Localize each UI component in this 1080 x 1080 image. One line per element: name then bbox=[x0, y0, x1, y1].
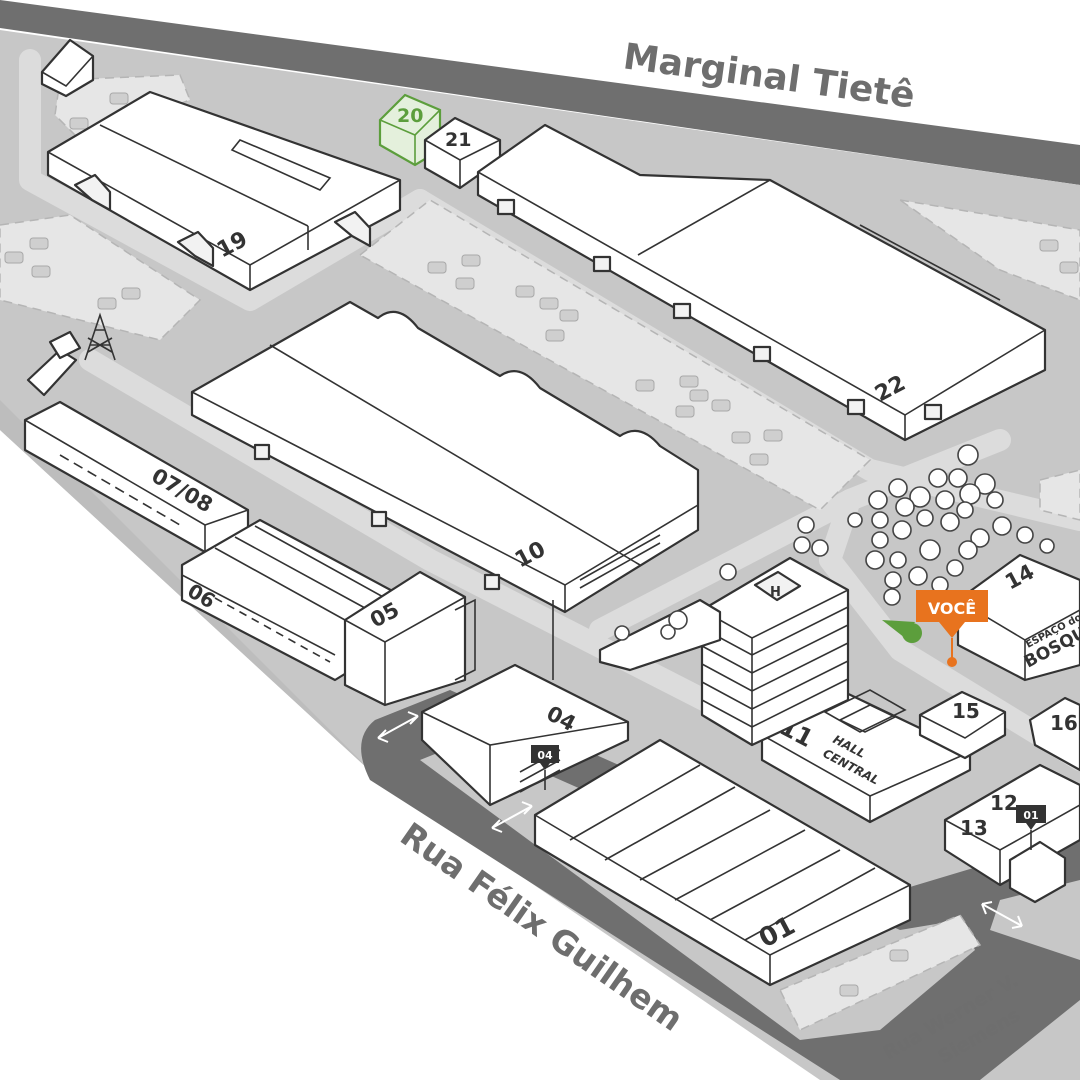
gate-04-marker[interactable]: 04 bbox=[531, 745, 559, 790]
you-are-here-marker[interactable]: VOCÊ bbox=[916, 590, 988, 667]
building-11-hall-central[interactable]: 11 HALL CENTRAL bbox=[760, 688, 972, 824]
transmission-tower bbox=[26, 312, 116, 397]
traffic-arrows bbox=[377, 711, 1023, 929]
building-12-label: 12 bbox=[990, 791, 1018, 815]
gate-01-marker[interactable]: 01 bbox=[1016, 805, 1046, 850]
building-12-13[interactable]: 12 13 bbox=[943, 763, 1080, 904]
building-15[interactable]: 15 bbox=[918, 690, 1007, 760]
parking-lots bbox=[0, 74, 1080, 1031]
building-04[interactable]: 04 bbox=[420, 663, 630, 807]
marginal-tiete-road bbox=[0, 0, 1080, 185]
building-16-label: 16 bbox=[1050, 711, 1078, 735]
building-05[interactable]: 05 bbox=[343, 570, 476, 707]
building-15-label: 15 bbox=[952, 699, 980, 723]
helipad-label: H bbox=[770, 585, 781, 600]
building-20-label: 20 bbox=[397, 105, 423, 127]
gate-04-label: 04 bbox=[537, 749, 553, 762]
building-13-label: 13 bbox=[960, 816, 988, 840]
building-22[interactable]: 22 bbox=[476, 123, 1047, 442]
building-01[interactable]: 01 bbox=[533, 738, 912, 987]
building-14-espaco-do-bosque[interactable]: 14 ESPAÇO do BOSQU bbox=[956, 553, 1080, 682]
building-21-label: 21 bbox=[445, 129, 471, 151]
you-are-here-label: VOCÊ bbox=[928, 599, 976, 618]
parked-cars bbox=[4, 92, 1079, 997]
plaza bbox=[598, 516, 829, 672]
forest bbox=[847, 444, 1055, 606]
building-16[interactable]: 16 bbox=[1028, 696, 1080, 772]
building-19[interactable]: 19 bbox=[46, 90, 402, 292]
building-10[interactable]: 10 bbox=[190, 300, 700, 680]
gatehouse bbox=[40, 38, 95, 98]
gate-01-label: 01 bbox=[1023, 809, 1038, 822]
current-location-dot bbox=[882, 620, 922, 643]
tower-building[interactable]: H bbox=[700, 556, 850, 747]
